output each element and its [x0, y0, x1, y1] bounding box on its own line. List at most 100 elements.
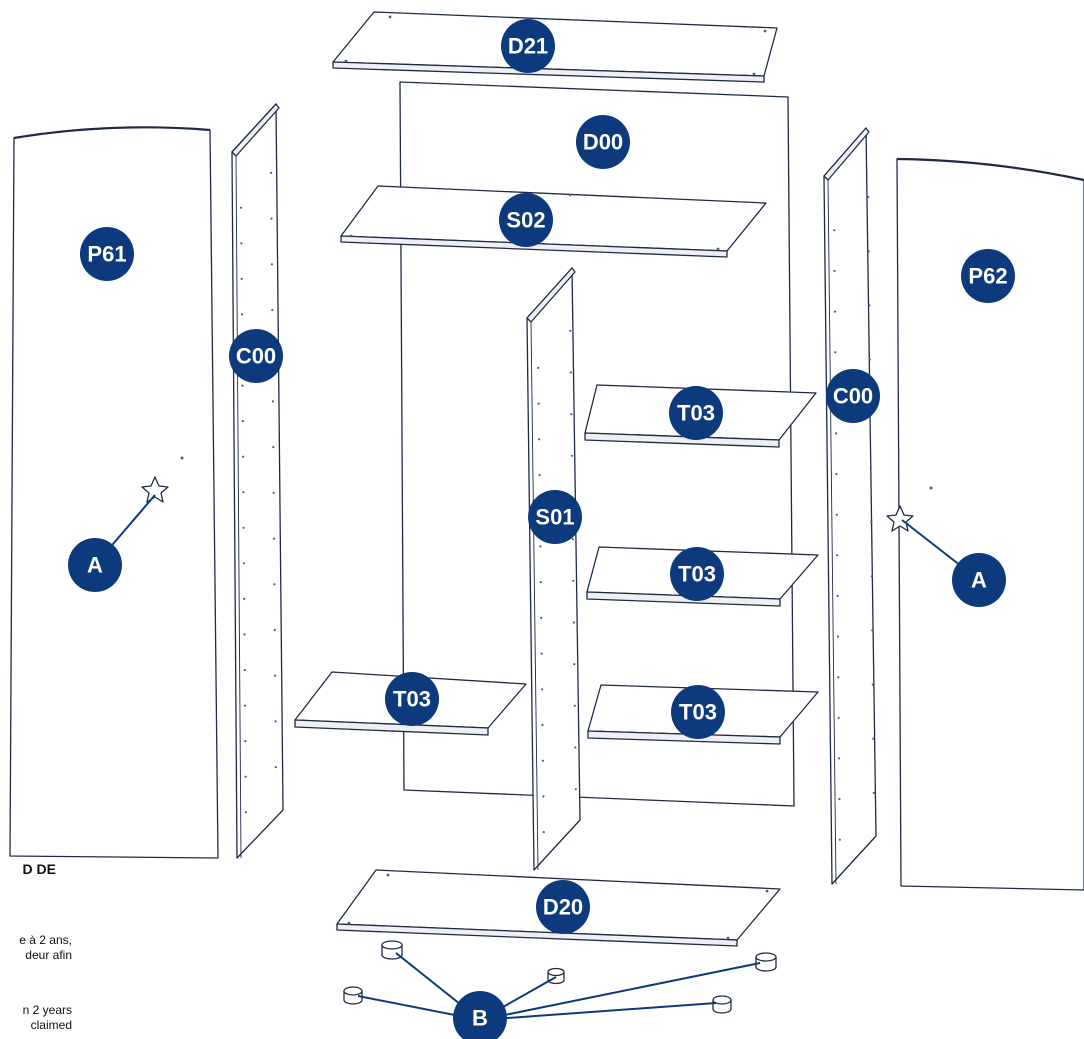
drill-hole [833, 229, 836, 232]
drill-hole [836, 554, 839, 557]
drill-hole [240, 313, 244, 316]
drill-hole [837, 716, 840, 719]
drill-hole [872, 737, 875, 740]
svg-text:P61: P61 [87, 242, 126, 267]
drill-hole [272, 491, 275, 494]
svg-text:S01: S01 [535, 505, 574, 530]
label-p62: P62 [961, 249, 1015, 303]
drill-hole [569, 371, 572, 374]
drill-hole [242, 526, 245, 529]
drill-hole [868, 304, 871, 307]
label-b: B [453, 991, 507, 1039]
svg-text:T03: T03 [677, 401, 715, 426]
drill-hole [870, 575, 873, 578]
drill-hole [541, 759, 545, 762]
leader-line [479, 1002, 717, 1021]
label-a-right: A [952, 553, 1006, 607]
drill-hole [244, 811, 247, 814]
svg-text:D21: D21 [508, 34, 548, 59]
drill-hole [867, 250, 870, 253]
drill-hole [244, 740, 247, 743]
drill-hole [270, 171, 273, 174]
label-t03-left: T03 [385, 672, 439, 726]
drill-hole [572, 579, 575, 582]
knob-star-left-icon [141, 476, 169, 503]
svg-text:B: B [472, 1006, 488, 1031]
drill-hole [868, 358, 871, 361]
drill-hole [274, 766, 277, 769]
side-text-line: deur afin [25, 948, 72, 962]
drill-hole [243, 597, 246, 601]
drill-hole [271, 400, 275, 403]
drill-hole [270, 263, 273, 266]
drill-hole [542, 795, 545, 798]
drill-hole [273, 583, 276, 586]
drill-hole [539, 581, 542, 584]
drill-hole [836, 594, 839, 598]
drill-hole [242, 455, 245, 458]
drill-hole [541, 688, 544, 691]
drill-hole [243, 633, 246, 636]
drill-hole [835, 432, 838, 435]
drill-hole [271, 308, 274, 312]
divider-s01 [526, 267, 581, 871]
drill-hole [871, 683, 874, 686]
drill-hole [274, 674, 277, 677]
svg-text:D20: D20 [543, 895, 583, 920]
side-text-title: D DE [22, 861, 56, 877]
side-text-line: claimed [30, 1018, 72, 1032]
svg-text:D00: D00 [583, 130, 623, 155]
drill-hole [538, 473, 541, 477]
shelf-s02 [340, 185, 767, 258]
foot-icon [755, 952, 777, 972]
drill-hole [241, 420, 244, 423]
drill-hole [833, 269, 836, 272]
drill-hole [270, 217, 273, 220]
drill-hole [569, 329, 572, 332]
drill-hole [242, 562, 245, 565]
drill-hole [240, 206, 243, 209]
drill-hole [870, 521, 873, 524]
drill-hole [540, 652, 543, 655]
label-c00-right: C00 [826, 369, 880, 423]
svg-text:A: A [971, 568, 987, 593]
drill-hole [837, 676, 840, 679]
drill-hole [571, 538, 574, 541]
svg-text:C00: C00 [833, 384, 873, 409]
drill-hole [243, 668, 246, 672]
drill-hole [573, 704, 576, 707]
foot-icon [712, 995, 732, 1014]
drill-hole [833, 310, 837, 313]
side-text-line: e à 2 ans, [19, 933, 72, 947]
drill-hole [869, 466, 872, 469]
label-t03-middle-right: T03 [670, 547, 724, 601]
drill-hole [836, 635, 840, 638]
top-panel-d21 [332, 11, 778, 83]
svg-text:T03: T03 [678, 562, 716, 587]
label-c00-left: C00 [229, 329, 283, 383]
drill-hole [834, 351, 837, 354]
label-t03-lower-right: T03 [671, 685, 725, 739]
label-d21: D21 [501, 19, 555, 73]
drill-hole [538, 438, 541, 441]
drill-hole [871, 629, 874, 632]
drill-hole [573, 663, 576, 666]
svg-text:T03: T03 [393, 687, 431, 712]
svg-text:P62: P62 [968, 264, 1007, 289]
foot-icon [343, 986, 363, 1005]
label-s01: S01 [528, 490, 582, 544]
drill-hole [537, 366, 540, 369]
leader-line [479, 962, 761, 1021]
drill-hole [572, 621, 575, 624]
svg-text:A: A [87, 553, 103, 578]
drill-hole [542, 831, 545, 834]
drill-hole [541, 723, 544, 727]
side-panel-c00-left [231, 103, 284, 859]
label-s02: S02 [499, 193, 553, 247]
svg-text:T03: T03 [679, 700, 717, 725]
drill-hole [838, 838, 841, 841]
drill-hole [570, 413, 573, 416]
drill-hole [244, 775, 247, 778]
svg-text:C00: C00 [236, 344, 276, 369]
